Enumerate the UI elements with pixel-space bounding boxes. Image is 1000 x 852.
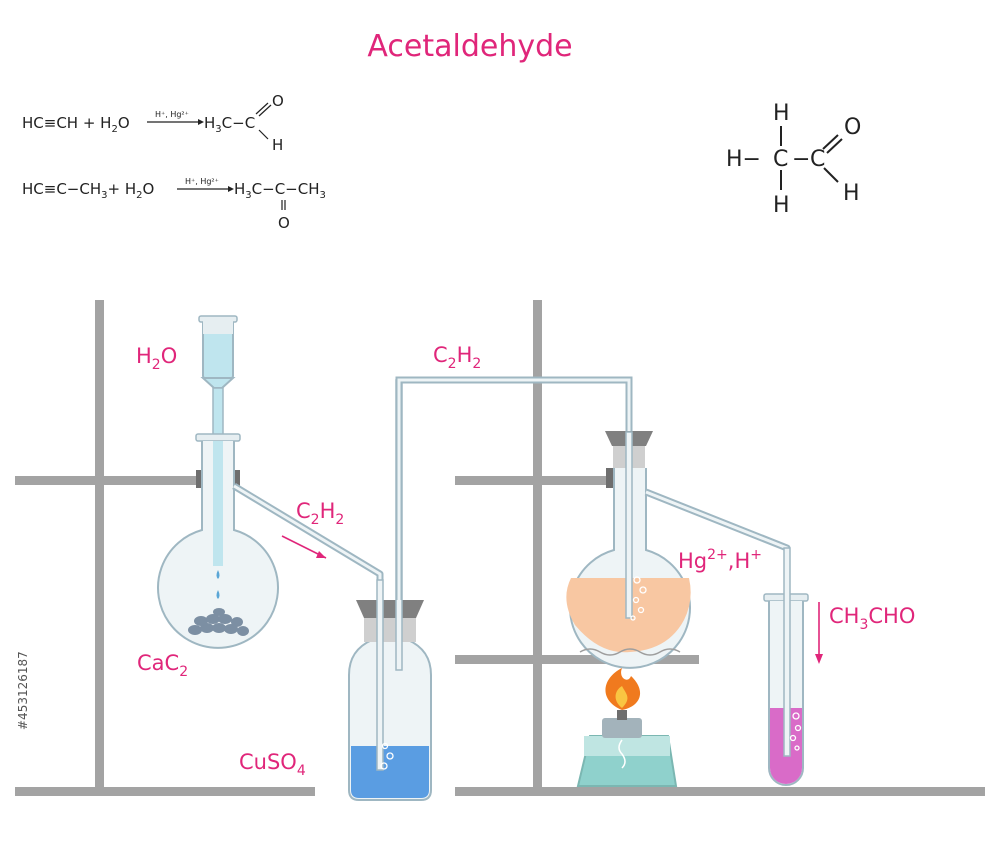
wash-bottle-cuso4 xyxy=(348,379,432,801)
svg-text:H: H xyxy=(272,136,283,154)
stock-id-watermark: #453126187 xyxy=(16,651,30,730)
label-cuso4: CuSO4 xyxy=(239,750,306,779)
svg-text:O: O xyxy=(844,115,861,140)
flow-arrow-ch3cho xyxy=(815,602,823,664)
equation-2: HC≡C−CH3+ H2O H⁺, Hg²⁺ H3C−C−CH3 O xyxy=(22,177,326,232)
acetaldehyde-structure: H H− C − C H O H xyxy=(726,101,861,218)
svg-text:H: H xyxy=(773,193,790,218)
svg-text:HC≡CH + H2O: HC≡CH + H2O xyxy=(22,114,130,135)
label-ch3cho: CH3CHO xyxy=(829,604,915,633)
equation-2-conditions: H⁺, Hg²⁺ xyxy=(185,177,219,186)
svg-text:−: − xyxy=(792,147,810,172)
label-c2h2-mid: C2H2 xyxy=(296,499,344,528)
equation-1: HC≡CH + H2O H⁺, Hg²⁺ H3C−C O H xyxy=(22,92,284,154)
svg-text:H: H xyxy=(843,181,860,206)
svg-text:H3C−C−CH3: H3C−C−CH3 xyxy=(234,180,326,201)
page-title: Acetaldehyde xyxy=(367,29,572,64)
label-cac2: CaC2 xyxy=(137,651,188,680)
label-hg-catalyst: Hg2+,H+ xyxy=(678,547,762,573)
label-c2h2-top: C2H2 xyxy=(433,343,481,372)
svg-text:C: C xyxy=(773,147,788,172)
svg-text:H3C−C: H3C−C xyxy=(204,114,255,135)
svg-text:C: C xyxy=(810,147,825,172)
svg-text:O: O xyxy=(278,214,290,232)
spirit-burner xyxy=(576,668,678,787)
svg-text:O: O xyxy=(272,92,284,110)
connecting-tube xyxy=(395,376,633,600)
right-stand xyxy=(455,300,985,796)
svg-text:H: H xyxy=(773,101,790,126)
collection-test-tube xyxy=(763,547,809,786)
svg-text:HC≡C−CH3+ H2O: HC≡C−CH3+ H2O xyxy=(22,180,154,201)
svg-text:H−: H− xyxy=(726,147,761,172)
label-h2o: H2O xyxy=(136,344,177,373)
cac2-pile xyxy=(188,608,249,636)
equation-1-conditions: H⁺, Hg²⁺ xyxy=(155,110,189,119)
flow-arrow-c2h2 xyxy=(281,535,327,559)
heated-flask xyxy=(566,431,791,669)
left-stand xyxy=(15,300,315,796)
